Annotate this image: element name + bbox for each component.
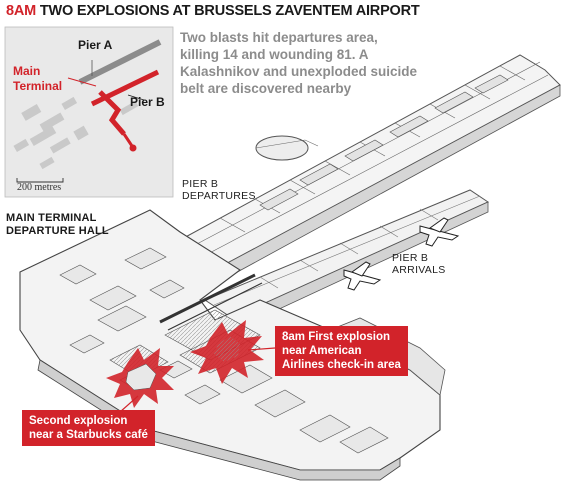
locator-map	[4, 26, 174, 198]
main-terminal-label-line1: Main	[13, 64, 41, 78]
section-title-line1: MAIN TERMINAL	[6, 212, 97, 224]
main-terminal-label: Main Terminal	[13, 64, 62, 94]
pier-b-arrivals-line1: PIER B	[392, 252, 429, 264]
first-explosion-heading: 8am First explosion	[282, 331, 391, 343]
terminal-drawing	[19, 54, 561, 481]
plane-icon	[419, 217, 460, 247]
first-explosion-line2: near American	[282, 345, 362, 357]
pier-b-departures-label: PIER B DEPARTURES	[182, 178, 256, 202]
plane-icon	[343, 261, 382, 291]
headline: 8AM TWO EXPLOSIONS AT BRUSSELS ZAVENTEM …	[6, 3, 420, 19]
pier-b-departures-line2: DEPARTURES	[182, 190, 256, 202]
pier-b-departures-line1: PIER B	[182, 178, 219, 190]
second-explosion-burst	[106, 348, 174, 408]
first-explosion-burst	[190, 320, 264, 384]
first-explosion-line3: Airlines check-in area	[282, 359, 401, 371]
headline-title: TWO EXPLOSIONS AT BRUSSELS ZAVENTEM AIRP…	[39, 3, 420, 19]
second-explosion-heading: Second explosion	[29, 415, 128, 427]
second-explosion-callout: Second explosion near a Starbucks café	[22, 410, 155, 446]
headline-time: 8AM	[6, 3, 37, 19]
section-title-line2: DEPARTURE HALL	[6, 225, 109, 237]
pier-a-label: Pier A	[78, 38, 113, 52]
pier-b-label: Pier B	[130, 95, 165, 109]
summary-text: Two blasts hit departures area, killing …	[180, 30, 418, 96]
pier-b-arrivals-label: PIER B ARRIVALS	[392, 252, 446, 276]
first-explosion-callout: 8am First explosion near American Airlin…	[275, 326, 408, 376]
second-explosion-line2: near a Starbucks café	[29, 429, 148, 441]
scale-label: 200 metres	[17, 182, 62, 193]
pier-b-arrivals-line2: ARRIVALS	[392, 264, 446, 276]
section-title: MAIN TERMINAL DEPARTURE HALL	[6, 212, 109, 238]
main-terminal-label-line2: Terminal	[13, 79, 63, 93]
